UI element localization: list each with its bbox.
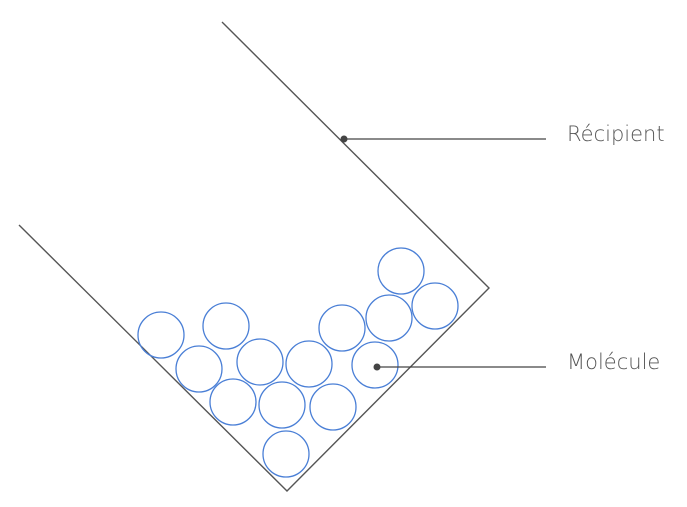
- molecule-circle: [411, 282, 459, 330]
- molecule-circle: [137, 311, 185, 359]
- molecule-circle: [318, 304, 366, 352]
- recipient-outline: [18, 21, 490, 492]
- molecule-circle: [258, 381, 306, 429]
- molecule-circle: [209, 378, 257, 426]
- molecule-circle: [285, 340, 333, 388]
- molecule-circle: [351, 341, 399, 389]
- molecule-circle: [202, 302, 250, 350]
- recipient-leader-dot: [340, 135, 348, 143]
- molecule-leader-dot: [373, 363, 381, 371]
- molecule-circle: [377, 247, 425, 295]
- molecule-circle: [365, 294, 413, 342]
- molecules-group: [137, 247, 459, 478]
- molecule-label: Molécule: [567, 350, 661, 374]
- molecule-circle: [236, 338, 284, 386]
- recipient-label: Récipient: [567, 122, 665, 146]
- molecule-circle: [309, 383, 357, 431]
- molecule-circle: [262, 430, 310, 478]
- molecule-circle: [175, 345, 223, 393]
